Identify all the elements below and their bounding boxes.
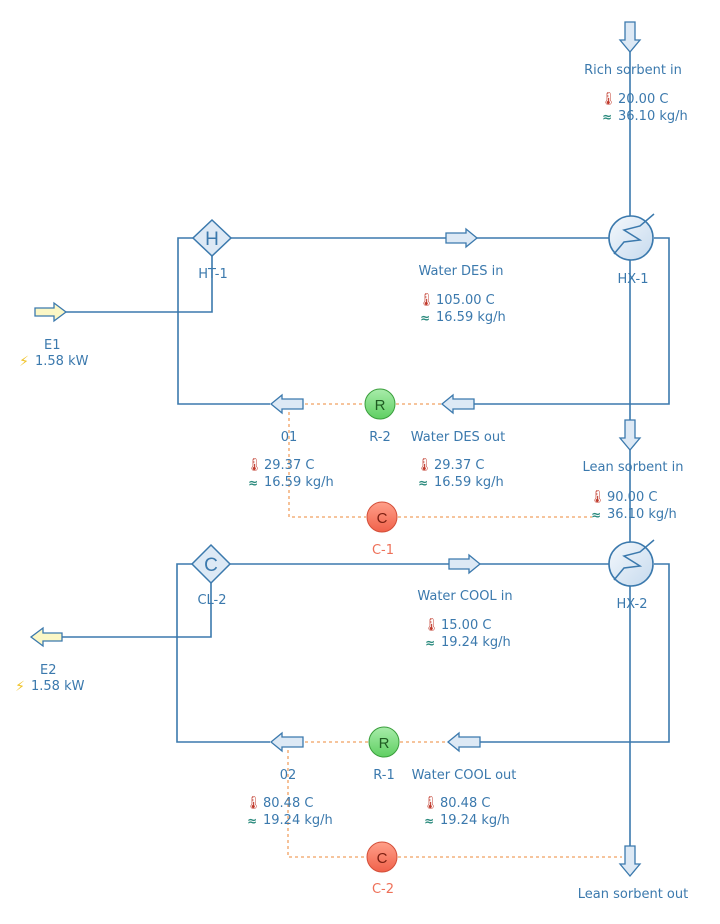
water-cool-in-name: Water COOL in: [417, 589, 513, 604]
water-cool-out-name: Water COOL out: [411, 768, 517, 783]
flow-coil-icon: ≈: [417, 475, 429, 490]
s02-return-line[interactable]: [176, 563, 270, 743]
hx2-heat-exchanger[interactable]: [608, 539, 655, 587]
e1-power: ⚡1.58 kW: [17, 353, 88, 370]
water-cool-out-arrow[interactable]: [446, 731, 481, 753]
ht1-heater[interactable]: H: [191, 218, 233, 258]
water-des-in-props: 🌡105.00 C ≈16.59 kg/h: [418, 292, 506, 325]
c2-letter: C: [377, 850, 388, 867]
thermometer-icon: 🌡: [423, 617, 440, 633]
signal-lines: [287, 403, 622, 858]
flow-coil-icon: ≈: [601, 109, 613, 124]
water-des-in-name: Water DES in: [418, 264, 504, 279]
rich-sorbent-in-name: Rich sorbent in: [584, 63, 682, 78]
e1-line[interactable]: [66, 256, 213, 313]
e1-label: E1: [44, 338, 61, 353]
ht1-letter: H: [205, 229, 219, 250]
r2-recycle[interactable]: R: [364, 388, 396, 420]
thermometer-icon: 🌡: [422, 795, 439, 811]
process-lines: [62, 52, 670, 858]
water-cool-in-arrow[interactable]: [448, 553, 482, 575]
flow-coil-icon: ≈: [419, 310, 431, 325]
lean-sorbent-in-props: 🌡90.00 C ≈36.10 kg/h: [589, 489, 677, 522]
s01-arrow[interactable]: [269, 393, 304, 415]
rich-sorbent-in-props: 🌡20.00 C ≈36.10 kg/h: [600, 91, 688, 124]
water-cool-out-props: 🌡80.48 C ≈19.24 kg/h: [422, 795, 510, 828]
c2-label: C-2: [371, 882, 395, 897]
hx1-heat-exchanger[interactable]: [608, 213, 655, 261]
flow-coil-icon: ≈: [423, 813, 435, 828]
hx1-label: HX-1: [617, 272, 649, 287]
r1-letter: R: [379, 735, 390, 752]
lean-sorbent-in-name: Lean sorbent in: [582, 460, 684, 475]
flow-coil-icon: ≈: [424, 635, 436, 650]
r2-label: R-2: [369, 430, 391, 445]
water-des-out-name: Water DES out: [410, 430, 506, 445]
flow-coil-icon: ≈: [246, 813, 258, 828]
cl2-cooler[interactable]: C: [190, 543, 232, 585]
lean-sorbent-out-arrow[interactable]: [618, 845, 642, 878]
e2-power: ⚡1.58 kW: [13, 678, 84, 695]
thermometer-icon: 🌡: [589, 489, 606, 505]
hx1-to-water-des-out-line[interactable]: [474, 237, 670, 405]
r2-letter: R: [375, 397, 386, 414]
thermometer-icon: 🌡: [246, 457, 263, 473]
s01-return-line[interactable]: [177, 237, 270, 405]
thermometer-icon: 🌡: [245, 795, 262, 811]
thermometer-icon: 🌡: [418, 292, 435, 308]
flow-coil-icon: ≈: [247, 475, 259, 490]
c2-controller[interactable]: C: [366, 841, 398, 873]
c1-letter: C: [377, 510, 388, 527]
s02-props: 🌡80.48 C ≈19.24 kg/h: [245, 795, 333, 828]
c1-label: C-1: [371, 543, 395, 558]
water-des-out-arrow[interactable]: [440, 393, 475, 415]
e1-arrow[interactable]: [34, 301, 68, 323]
e2-line[interactable]: [62, 582, 212, 638]
e2-arrow[interactable]: [29, 626, 63, 648]
flow-coil-icon: ≈: [590, 507, 602, 522]
cl2-letter: C: [204, 555, 218, 576]
lightning-icon: ⚡: [19, 353, 29, 370]
e2-label: E2: [40, 663, 57, 678]
ht1-label: HT-1: [198, 267, 228, 282]
lightning-icon: ⚡: [15, 678, 25, 695]
thermometer-icon: 🌡: [600, 91, 617, 107]
water-cool-in-props: 🌡15.00 C ≈19.24 kg/h: [423, 617, 511, 650]
s02-name: 02: [279, 768, 297, 783]
r1-recycle[interactable]: R: [368, 726, 400, 758]
lean-sorbent-out-name: Lean sorbent out: [577, 887, 689, 902]
hx2-coil-icon: [613, 539, 655, 581]
cl2-label: CL-2: [197, 593, 227, 608]
s02-arrow[interactable]: [269, 731, 304, 753]
lean-sorbent-in-arrow[interactable]: [618, 419, 642, 452]
thermometer-icon: 🌡: [416, 457, 433, 473]
hx1-coil-icon: [613, 213, 655, 255]
r1-label: R-1: [373, 768, 395, 783]
s01-props: 🌡29.37 C ≈16.59 kg/h: [246, 457, 334, 490]
c1-controller[interactable]: C: [366, 501, 398, 533]
s01-name: 01: [280, 430, 298, 445]
hx2-to-water-cool-out-line[interactable]: [480, 563, 670, 743]
rich-sorbent-in-arrow[interactable]: [618, 21, 642, 54]
water-des-out-props: 🌡29.37 C ≈16.59 kg/h: [416, 457, 504, 490]
hx2-label: HX-2: [616, 597, 648, 612]
water-des-in-arrow[interactable]: [445, 227, 479, 249]
